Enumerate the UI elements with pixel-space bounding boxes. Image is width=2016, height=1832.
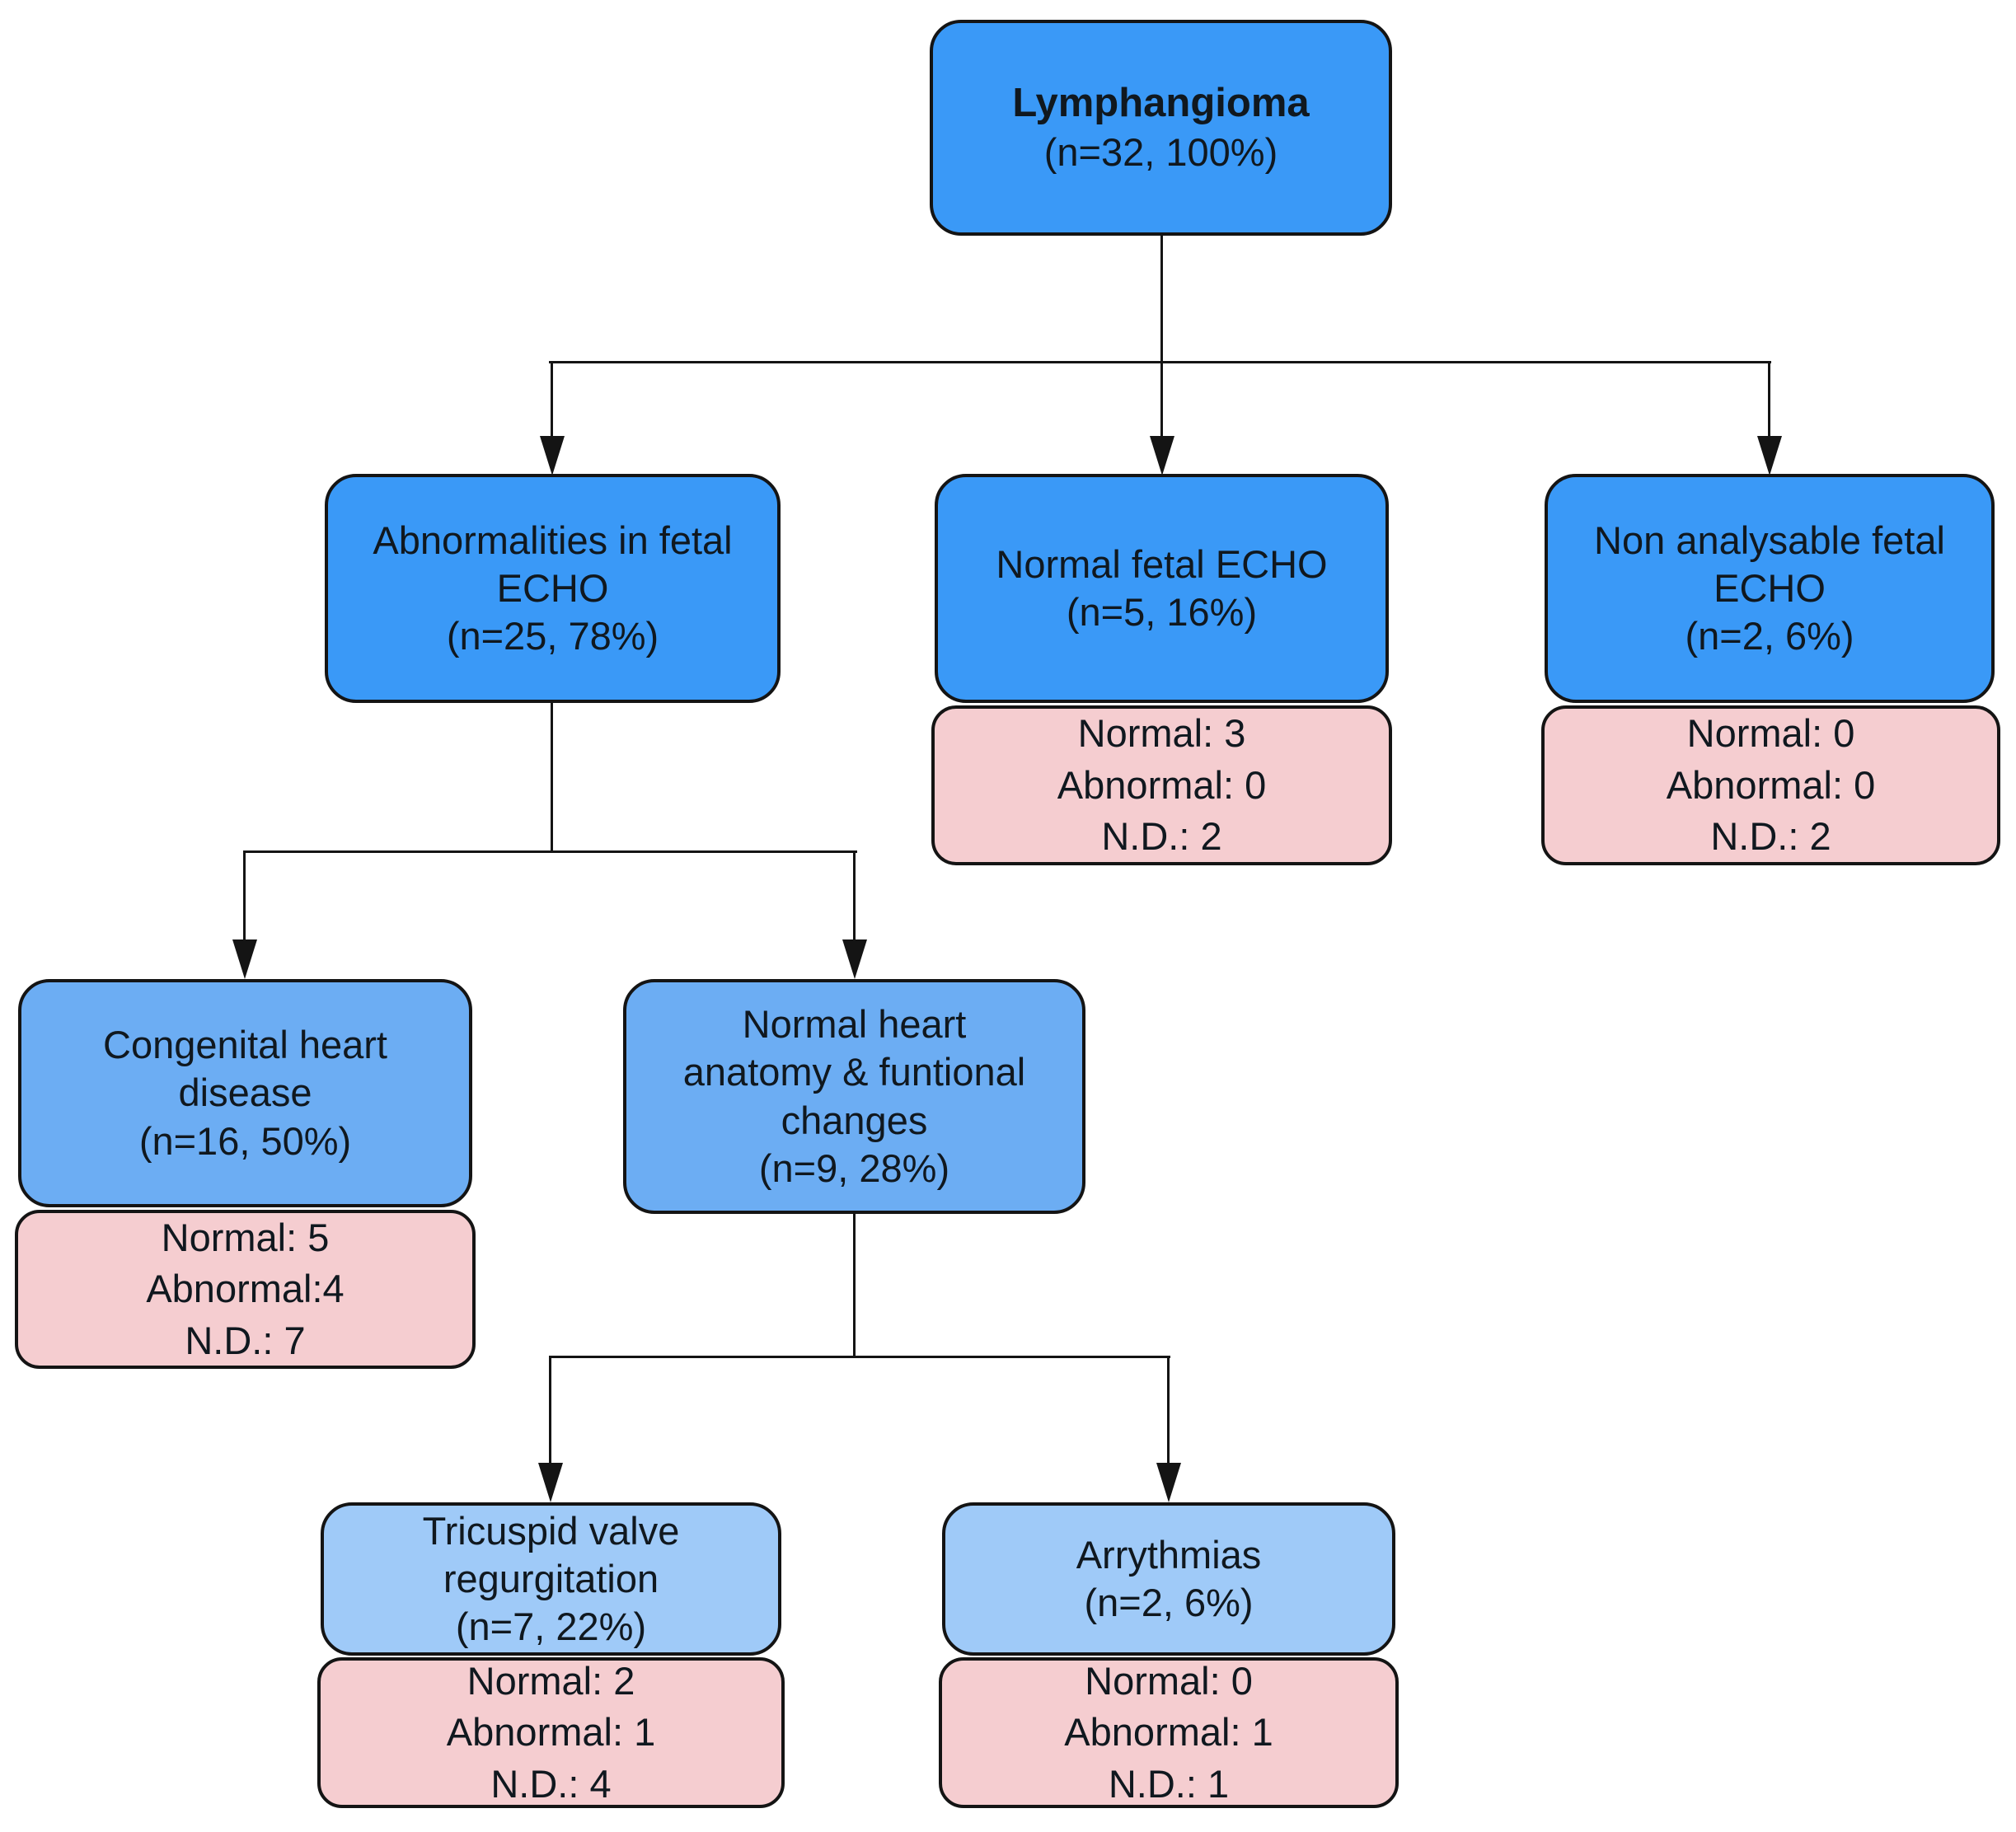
connector-root-shaft: [1160, 236, 1163, 438]
outcome-nd: N.D.: 2: [1101, 814, 1222, 859]
node-label: Congenital heart: [103, 1023, 387, 1067]
node-lymphangioma: Lymphangioma (n=32, 100%): [930, 20, 1392, 236]
node-stat: (n=2, 6%): [1084, 1581, 1254, 1624]
node-label: ECHO: [1714, 565, 1826, 610]
node-label: ECHO: [496, 565, 609, 610]
connector-abnormal-down-shaft: [551, 703, 553, 852]
connector-row2-hline: [549, 361, 1771, 363]
node-stat: (n=5, 16%): [1066, 590, 1258, 634]
node-stat: (n=7, 22%): [455, 1605, 647, 1649]
outcome-abnormal: Abnormal:4: [146, 1267, 345, 1311]
outcome-normal-fetal-echo: Normal: 3 Abnormal: 0 N.D.: 2: [931, 705, 1392, 865]
connector-anatomy-shaft: [853, 850, 856, 941]
connector-abnormal-shaft: [551, 361, 553, 439]
node-stat: (n=2, 6%): [1685, 614, 1854, 658]
node-non-analysable-fetal-echo: Non analysable fetal ECHO (n=2, 6%): [1545, 474, 1995, 703]
node-abnormalities-fetal-echo: Abnormalities in fetal ECHO (n=25, 78%): [325, 474, 781, 703]
arrowhead: [540, 436, 565, 476]
outcome-abnormal: Abnormal: 1: [1064, 1710, 1273, 1755]
outcome-normal: Normal: 0: [1085, 1658, 1253, 1703]
arrowhead: [1156, 1463, 1181, 1502]
node-label: Normal fetal ECHO: [996, 541, 1328, 586]
connector-chd-shaft: [243, 850, 246, 941]
node-stat: (n=32, 100%): [1043, 130, 1278, 175]
outcome-normal: Normal: 5: [161, 1215, 330, 1259]
node-tricuspid-valve-regurgitation: Tricuspid valve regurgitation (n=7, 22%): [321, 1502, 781, 1656]
outcome-normal: Normal: 2: [466, 1658, 635, 1703]
connector-row3-hline: [243, 850, 857, 853]
outcome-tricuspid-valve-regurgitation: Normal: 2 Abnormal: 1 N.D.: 4: [317, 1657, 785, 1808]
node-arrythmias: Arrythmias (n=2, 6%): [942, 1502, 1395, 1656]
outcome-normal: Normal: 3: [1077, 711, 1246, 756]
node-title: Lymphangioma: [1012, 81, 1310, 126]
node-stat: (n=25, 78%): [446, 614, 659, 658]
connector-anatomy-down-shaft: [853, 1214, 856, 1357]
outcome-nd: N.D.: 1: [1108, 1761, 1230, 1806]
node-normal-heart-anatomy: Normal heart anatomy & funtional changes…: [623, 979, 1085, 1214]
outcome-non-analysable-fetal-echo: Normal: 0 Abnormal: 0 N.D.: 2: [1541, 705, 2000, 865]
node-label: changes: [781, 1098, 928, 1142]
node-congenital-heart-disease: Congenital heart disease (n=16, 50%): [18, 979, 472, 1207]
node-stat: (n=9, 28%): [758, 1146, 950, 1190]
connector-arrythmias-shaft: [1167, 1356, 1170, 1464]
arrowhead: [1150, 436, 1174, 476]
node-label: anatomy & funtional: [682, 1050, 1026, 1094]
outcome-normal: Normal: 0: [1686, 711, 1855, 756]
arrowhead: [842, 939, 867, 979]
outcome-arrythmias: Normal: 0 Abnormal: 1 N.D.: 1: [939, 1657, 1399, 1808]
node-label: disease: [178, 1071, 312, 1115]
node-normal-fetal-echo: Normal fetal ECHO (n=5, 16%): [935, 474, 1389, 703]
node-label: regurgitation: [443, 1556, 659, 1600]
arrowhead: [538, 1463, 563, 1502]
connector-row4-hline: [549, 1356, 1170, 1358]
node-label: Normal heart: [742, 1001, 967, 1046]
outcome-abnormal: Abnormal: 0: [1666, 762, 1876, 807]
node-label: Tricuspid valve: [422, 1508, 680, 1553]
arrowhead: [232, 939, 257, 979]
connector-nonanalysable-shaft: [1768, 361, 1770, 439]
node-stat: (n=16, 50%): [138, 1118, 352, 1163]
node-label: Abnormalities in fetal: [373, 518, 733, 562]
outcome-congenital-heart-disease: Normal: 5 Abnormal:4 N.D.: 7: [15, 1210, 476, 1369]
node-label: Arrythmias: [1076, 1532, 1262, 1577]
outcome-nd: N.D.: 4: [490, 1761, 612, 1806]
outcome-abnormal: Abnormal: 1: [446, 1710, 656, 1755]
outcome-nd: N.D.: 7: [185, 1318, 306, 1362]
arrowhead: [1757, 436, 1782, 476]
outcome-nd: N.D.: 2: [1710, 814, 1831, 859]
outcome-abnormal: Abnormal: 0: [1057, 762, 1267, 807]
connector-tricuspid-shaft: [549, 1356, 551, 1464]
node-label: Non analysable fetal: [1594, 518, 1945, 562]
